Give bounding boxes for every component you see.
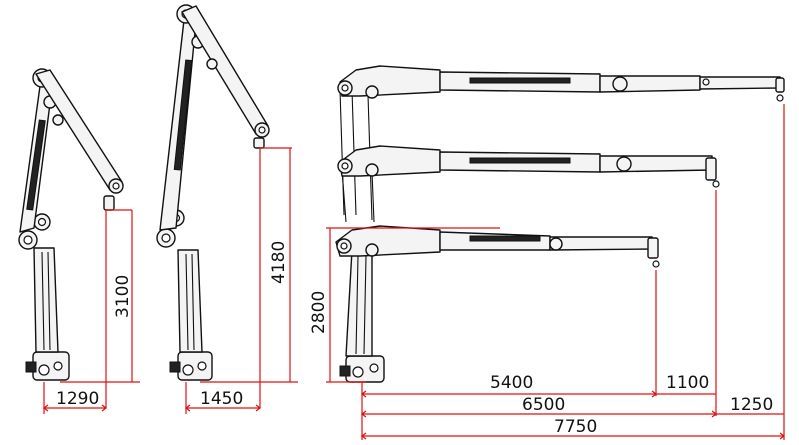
crane-extended-6500 (337, 145, 720, 223)
crane-2-base (169, 351, 213, 381)
crane-extended-5400 (335, 225, 660, 383)
dim-label-7750: 7750 (554, 417, 597, 437)
crane-5-base (339, 355, 385, 383)
dim-label-1250: 1250 (730, 395, 773, 415)
dim-label-4180: 4180 (269, 241, 289, 284)
dim-label-5400: 5400 (490, 373, 533, 393)
dimension-lines (43, 104, 785, 440)
dim-label-2800: 2800 (309, 291, 329, 334)
crane-extended-7750 (337, 65, 785, 221)
dim-label-1290: 1290 (56, 389, 99, 409)
crane-1-base (25, 351, 70, 381)
crane-folded-1 (18, 68, 124, 381)
crane-folded-2 (156, 4, 270, 381)
dim-label-1100: 1100 (666, 373, 709, 393)
dimension-labels: 1290 1450 3100 4180 2800 5400 1100 6500 … (56, 241, 773, 437)
dim-label-3100: 3100 (113, 275, 133, 318)
dim-label-6500: 6500 (522, 395, 565, 415)
dim-label-1450: 1450 (200, 389, 243, 409)
